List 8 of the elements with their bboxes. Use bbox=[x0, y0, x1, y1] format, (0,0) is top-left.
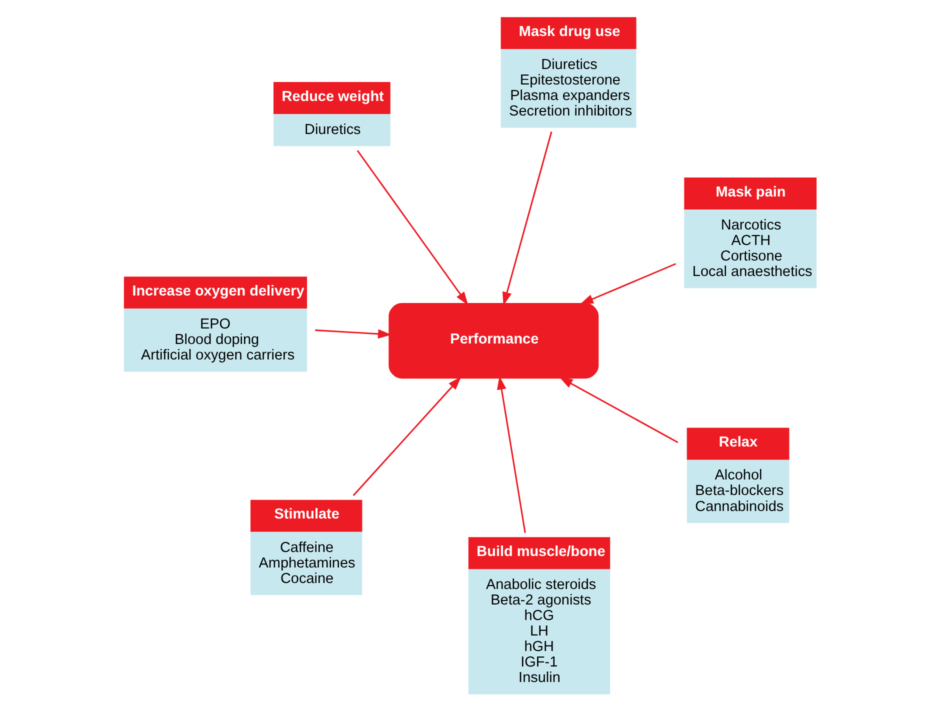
arrow bbox=[580, 263, 676, 304]
arrow bbox=[356, 150, 468, 306]
node-box: Performance bbox=[388, 303, 599, 379]
arrow bbox=[315, 329, 392, 339]
arrow bbox=[502, 131, 552, 306]
arrow bbox=[559, 377, 678, 444]
arrow bbox=[352, 376, 462, 496]
arrow bbox=[496, 376, 526, 534]
